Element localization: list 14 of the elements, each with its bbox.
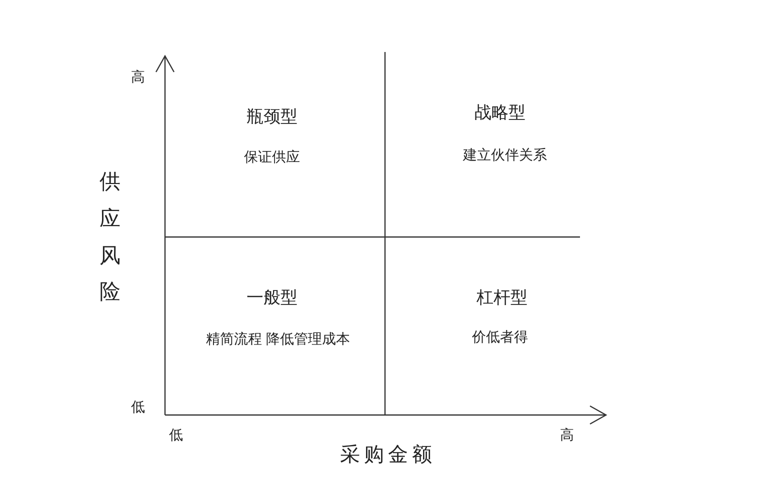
axis-title: 采购金额 [340, 442, 436, 466]
quadrant-title: 杠杆型 [476, 288, 528, 308]
quadrant-title: 一般型 [246, 288, 298, 308]
quadrant-title: 战略型 [474, 102, 526, 124]
quadrant-description: 价低者得 [472, 330, 528, 346]
axis-tick-label: 低 [131, 400, 145, 416]
quadrant-description: 建立伙伴关系 [463, 148, 547, 164]
axis-tick-label: 高 [131, 70, 145, 86]
axis-title: 供应风险 [100, 168, 120, 306]
axis-tick-label: 低 [169, 428, 183, 444]
quadrant-description: 精简流程 降低管理成本 [206, 332, 350, 348]
quadrant-title: 瓶颈型 [246, 106, 298, 128]
axis-tick-label: 高 [560, 428, 574, 444]
quadrant-description: 保证供应 [244, 150, 300, 166]
